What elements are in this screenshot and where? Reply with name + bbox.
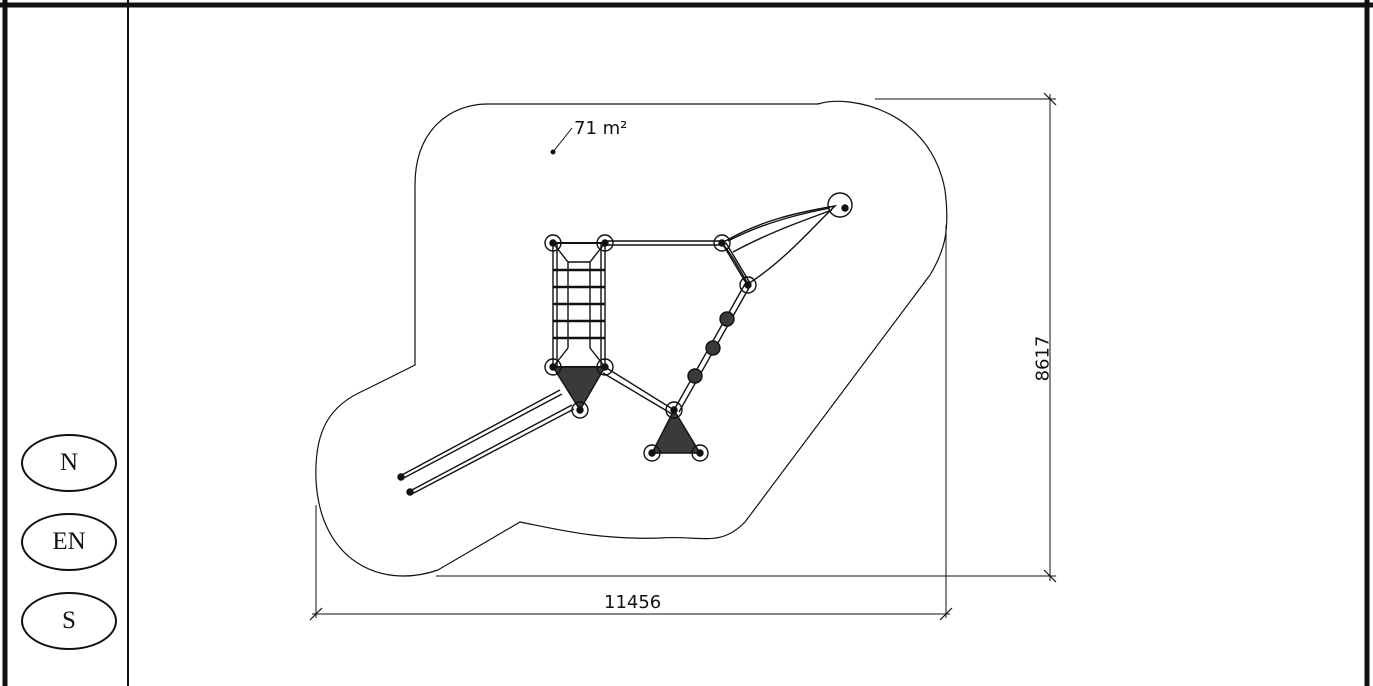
- width-tick-right: [939, 607, 953, 621]
- diagonal-chain-left: [721, 242, 747, 284]
- post-triangle-tip-core: [576, 406, 584, 414]
- hammock-end-ring: [827, 192, 853, 218]
- width-dimension-label: 11456: [604, 592, 662, 613]
- post-pyramid-left: [643, 444, 661, 462]
- post-pyramid-right-core: [696, 449, 704, 457]
- post-tower-top-left-core: [549, 239, 557, 247]
- badge-n[interactable]: N: [21, 434, 117, 492]
- post-beam-right-core: [718, 239, 726, 247]
- hammock-end-dot: [841, 204, 849, 212]
- pyramid-net: [650, 408, 702, 454]
- post-beam-right: [713, 234, 731, 252]
- hammock-net: [720, 204, 838, 285]
- badge-s[interactable]: S: [21, 592, 117, 650]
- post-tower-bottom-right: [596, 358, 614, 376]
- post-pyramid-top: [665, 401, 683, 419]
- area-label: 71 m²: [574, 118, 628, 139]
- post-diagonal-mid-core: [744, 281, 752, 289]
- post-pyramid-left-core: [648, 449, 656, 457]
- post-triangle-tip: [571, 401, 589, 419]
- height-dimension-label: 8617: [1032, 335, 1054, 382]
- climbing-hold-2: [705, 340, 721, 356]
- post-tower-bottom-right-core: [601, 363, 609, 371]
- lower-beam-upper: [604, 366, 675, 411]
- safety-area-outline: [315, 100, 948, 577]
- post-tower-bottom-left-core: [549, 363, 557, 371]
- diagonal-chain-right: [725, 242, 751, 284]
- height-tick-bottom: [1043, 569, 1057, 583]
- climbing-hold-1: [719, 311, 735, 327]
- tower-triangle-net: [551, 366, 607, 412]
- slide-rail-bottom: [409, 404, 573, 492]
- post-pyramid-right: [691, 444, 709, 462]
- slide-rail-bottom-inner: [409, 408, 575, 496]
- width-tick-left: [309, 607, 323, 621]
- post-pyramid-top-core: [670, 406, 678, 414]
- play-structure: [397, 192, 853, 496]
- slide-rail-top: [399, 389, 561, 477]
- post-tower-bottom-left: [544, 358, 562, 376]
- slide-end-bottom: [406, 488, 414, 496]
- climbing-hold-3: [687, 368, 703, 384]
- hammock-net-inner: [727, 207, 833, 253]
- lower-beam-lower: [602, 372, 673, 415]
- badge-en[interactable]: EN: [21, 513, 117, 571]
- area-leader-line: [552, 127, 573, 153]
- slide-end-top: [397, 473, 405, 481]
- post-tower-top-right: [596, 234, 614, 252]
- post-tower-top-right-core: [601, 239, 609, 247]
- slide-rail-top-inner: [399, 393, 563, 481]
- height-tick-top: [1043, 92, 1057, 106]
- post-tower-top-left: [544, 234, 562, 252]
- post-diagonal-mid: [739, 276, 757, 294]
